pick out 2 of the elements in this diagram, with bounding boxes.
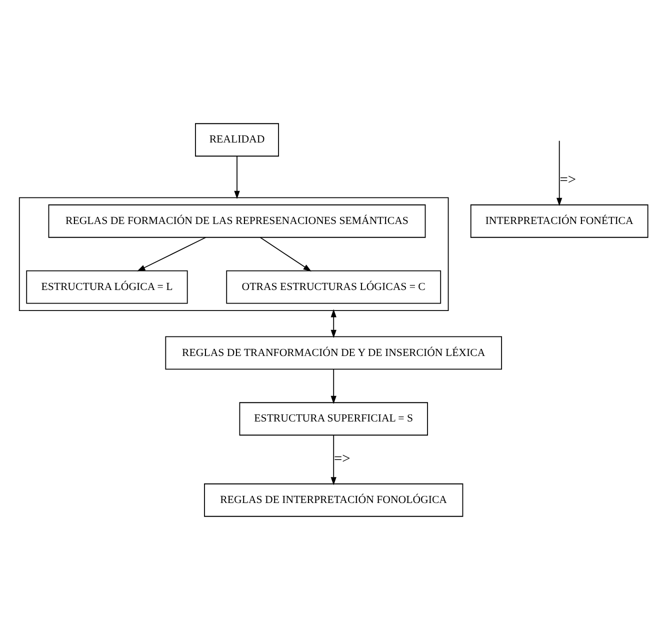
- edge-label: =>: [560, 172, 576, 188]
- edge-label: =>: [334, 450, 350, 467]
